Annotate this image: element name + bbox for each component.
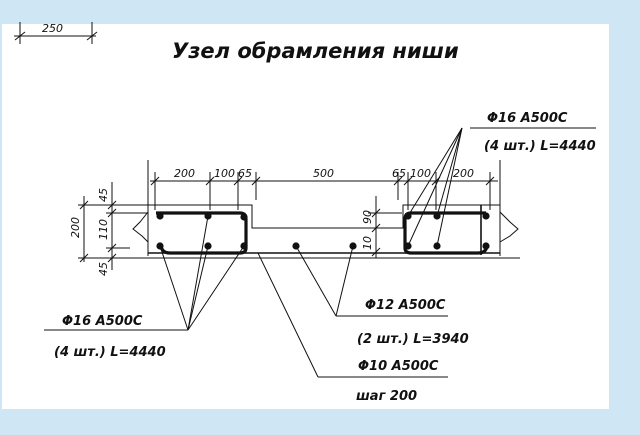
- rebar-dot: [482, 242, 490, 250]
- callout-spec: Φ12 A500C: [365, 298, 446, 313]
- dim-label: 45: [97, 262, 110, 276]
- callout-spec: Φ16 A500C: [62, 314, 143, 329]
- dim-label: 500: [313, 167, 334, 180]
- callout-top-right: Φ16 A500C (4 шт.) L=4440: [407, 111, 596, 247]
- callout-detail: (4 шт.) L=4440: [484, 139, 596, 154]
- dimension-chain-top: 200 100 65 500 65 100 200: [150, 167, 498, 210]
- callout-spec: Φ16 A500C: [487, 111, 568, 126]
- callout-bottom-mid: Φ12 A500C (2 шт.) L=3940: [295, 245, 469, 347]
- drawing-title: Узел обрамления ниши: [172, 39, 459, 63]
- callout-detail: шаг 200: [356, 389, 417, 404]
- paper-background: [2, 24, 609, 409]
- callout-bottom-left: Φ16 A500C (4 шт.) L=4440: [44, 215, 245, 360]
- dim-label: 100: [214, 167, 235, 180]
- dim-label: 65: [392, 167, 406, 180]
- callout-detail: (4 шт.) L=4440: [54, 345, 166, 360]
- dim-label: 200: [453, 167, 474, 180]
- rebar-dot: [482, 212, 490, 220]
- callout-spec: Φ10 A500C: [358, 359, 439, 374]
- dimension-chain-left: 45 110 45 200: [69, 182, 148, 276]
- dim-label: 45: [97, 188, 110, 202]
- dim-label: 100: [410, 167, 431, 180]
- dim-label: 200: [69, 217, 82, 238]
- scale-bar: 250: [14, 22, 98, 44]
- scale-bar-label: 250: [42, 22, 63, 35]
- dim-label: 90: [361, 210, 374, 224]
- reinforcement: [156, 205, 490, 255]
- dim-label: 200: [174, 167, 195, 180]
- dim-label: 65: [238, 167, 252, 180]
- rebar-dot: [156, 212, 164, 220]
- callout-bottom-low: Φ10 A500C шаг 200: [257, 252, 448, 404]
- dim-label: 10: [361, 236, 374, 250]
- dimension-chain-notch: 90 10: [361, 196, 402, 258]
- callout-detail: (2 шт.) L=3940: [357, 332, 469, 347]
- rebar-dot: [240, 213, 248, 221]
- dim-label: 110: [97, 219, 110, 240]
